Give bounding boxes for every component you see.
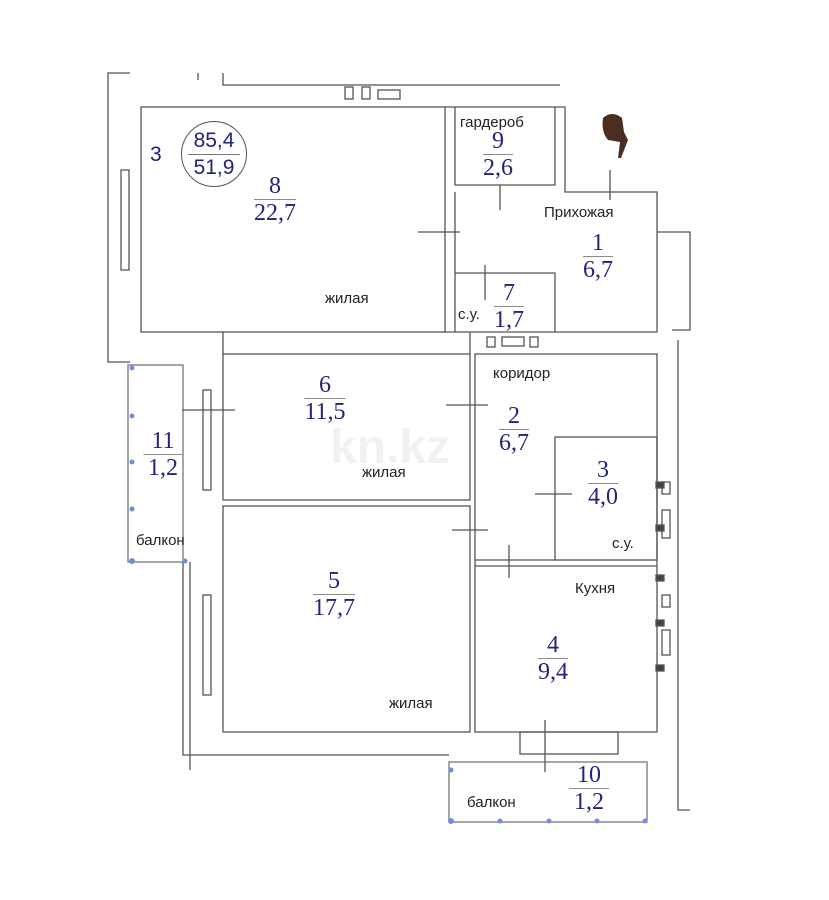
- room-1-label: Прихожая: [544, 204, 614, 221]
- area-summary-circle: 85,4 51,9: [181, 121, 247, 187]
- apartment-number: 3: [150, 143, 162, 166]
- hand-pointer-icon: [602, 114, 628, 158]
- room-8-label: жилая: [325, 290, 369, 307]
- room-11-label: балкон: [136, 532, 185, 549]
- room-3-label: с.у.: [612, 535, 634, 552]
- room-10-label: балкон: [467, 794, 516, 811]
- total-area: 85,4: [193, 129, 235, 152]
- room-5-label: жилая: [389, 695, 433, 712]
- room-7-label: с.у.: [458, 306, 480, 323]
- room-9-label: гардероб: [460, 114, 524, 131]
- room-2-label: коридор: [493, 365, 551, 382]
- room-6-label: жилая: [362, 464, 406, 481]
- living-area: 51,9: [193, 156, 235, 179]
- watermark: kn.kz: [330, 421, 451, 474]
- room-4-label: Кухня: [575, 580, 616, 597]
- divider: [188, 154, 240, 155]
